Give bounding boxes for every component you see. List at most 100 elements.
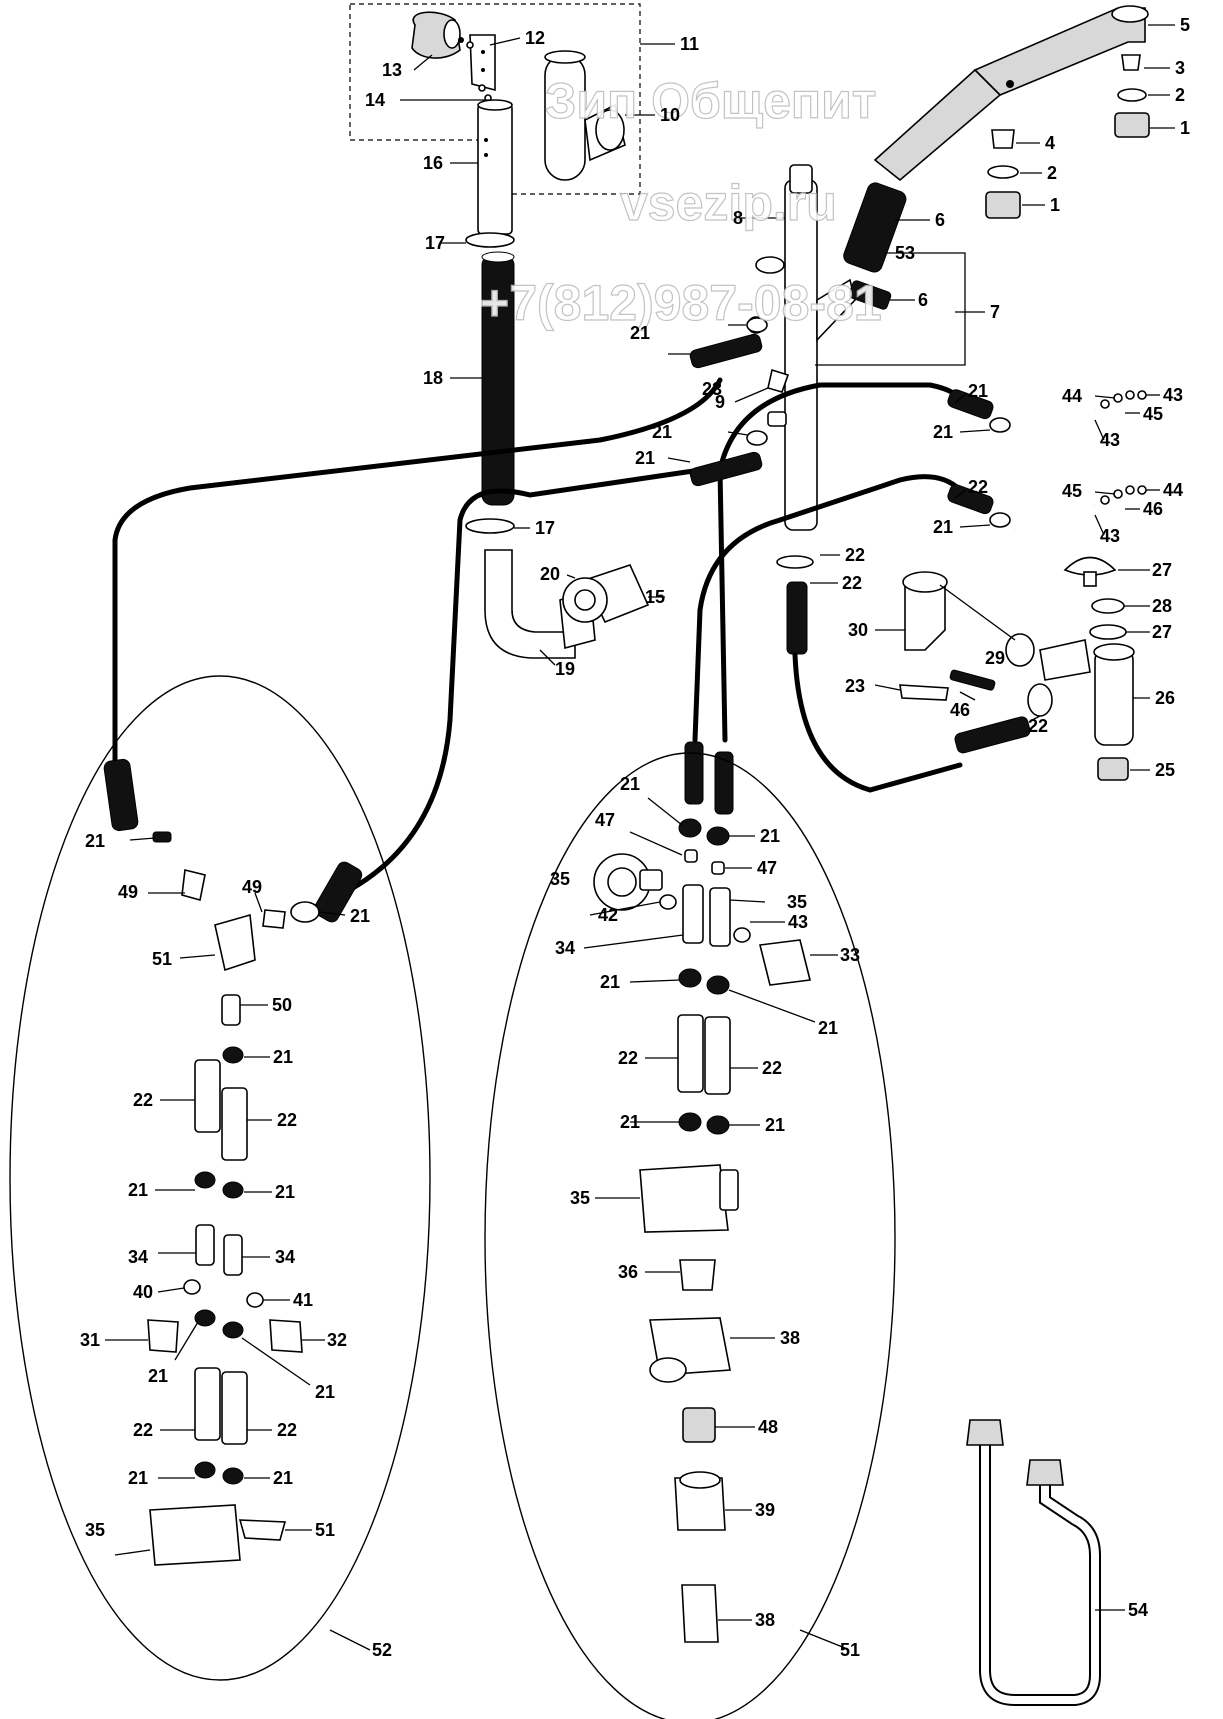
callout-label: 6	[918, 290, 928, 310]
elbow-fitting	[1039, 639, 1091, 681]
clamp-17-top	[465, 232, 515, 248]
filter-cap-3	[1121, 54, 1141, 71]
mixing-chamber-8	[784, 164, 856, 531]
connector-mid	[767, 411, 787, 427]
check-valve-9	[767, 368, 790, 393]
callout-label: 52	[372, 1640, 392, 1660]
callout-label: 46	[1143, 499, 1163, 519]
motor-13	[411, 11, 464, 59]
callout-label: 21	[128, 1468, 148, 1488]
callout-label: 47	[595, 810, 615, 830]
leader-lines	[105, 24, 1175, 1651]
callout-label: 28	[1152, 596, 1172, 616]
flange-15	[562, 564, 650, 624]
callout-label: 43	[1100, 526, 1120, 546]
hose-22-segments	[103, 333, 994, 923]
callout-label: 14	[365, 90, 385, 110]
callout-label: 2	[1175, 85, 1185, 105]
tube-44-upper	[1015, 408, 1096, 442]
cap-29	[1063, 556, 1117, 587]
bracket-line-56	[815, 252, 966, 366]
callout-label: 16	[423, 153, 443, 173]
callout-label: 21	[635, 448, 655, 468]
callout-label: 29	[985, 648, 1005, 668]
group-54-ellipse	[484, 752, 896, 1719]
callout-label: 21	[765, 1115, 785, 1135]
assembly-11-dashed-box	[349, 3, 641, 195]
o-ring-2-mid	[987, 165, 1019, 179]
callout-label: 22	[762, 1058, 782, 1078]
group-55-parts	[147, 831, 320, 1566]
watermark-line-3: +7(812)987-08-81	[480, 275, 882, 331]
callout-label: 51	[315, 1520, 335, 1540]
spout-tube-10	[544, 50, 626, 181]
callout-label: 35	[787, 892, 807, 912]
callout-label: 32	[327, 1330, 347, 1350]
callout-label: 17	[425, 233, 445, 253]
callout-label: 17	[535, 518, 555, 538]
tube-16	[477, 99, 513, 235]
housing-28	[1093, 643, 1135, 746]
callout-label: 21	[933, 422, 953, 442]
filter-cap-4	[991, 129, 1015, 149]
callout-label: 1	[1050, 195, 1060, 215]
callout-label: 22	[845, 545, 865, 565]
callout-label: 26	[1155, 688, 1175, 708]
callout-labels: 1 1 2 2 3 4 5 6 6 7 8 9 10 11 12 13 14 1…	[80, 15, 1190, 1660]
callout-label: 18	[423, 368, 443, 388]
callout-label: 22	[277, 1110, 297, 1130]
inlet-hose-57	[966, 1419, 1101, 1706]
nut-1-top	[1114, 112, 1150, 138]
callout-label: 22	[1028, 716, 1048, 736]
callout-label: 21	[652, 422, 672, 442]
callout-label: 9	[715, 392, 725, 412]
screws-14	[466, 41, 492, 102]
callout-label: 43	[788, 912, 808, 932]
callout-label: 21	[760, 826, 780, 846]
callout-label: 43	[1100, 430, 1120, 450]
watermark-line-2: vsezip.ru	[620, 175, 837, 231]
callout-label: 33	[840, 945, 860, 965]
spout-arm-5	[873, 5, 1149, 182]
callout-label: 5	[1180, 15, 1190, 35]
callout-label: 49	[118, 882, 138, 902]
hose-22-right	[954, 716, 1031, 754]
callout-label: 45	[1143, 404, 1163, 424]
clamp-23-top	[776, 555, 814, 569]
callout-label: 2	[1047, 163, 1057, 183]
callout-label: 21	[350, 906, 370, 926]
callout-label: 38	[755, 1610, 775, 1630]
callout-label: 21	[315, 1382, 335, 1402]
callout-label: 53	[895, 243, 915, 263]
callout-label: 21	[630, 323, 650, 343]
watermark: Зип Общепит vsezip.ru +7(812)987-08-81	[479, 72, 882, 331]
callout-label: 35	[550, 869, 570, 889]
callout-label: 1	[1180, 118, 1190, 138]
callout-label: 39	[755, 1500, 775, 1520]
o-ring-7	[755, 256, 785, 274]
callout-label: 25	[1155, 760, 1175, 780]
callout-label: 49	[242, 877, 262, 897]
callout-label: 40	[133, 1282, 153, 1302]
callout-label: 15	[645, 587, 665, 607]
o-ring-32	[1005, 633, 1035, 667]
callout-label: 11	[680, 34, 699, 54]
callout-label: 21	[933, 517, 953, 537]
group-55-ellipse	[9, 675, 431, 1681]
callout-label: 22	[968, 477, 988, 497]
nut-1-mid	[985, 191, 1021, 219]
ring-31	[1091, 598, 1125, 614]
callout-label: 45	[1062, 481, 1082, 501]
callout-label: 21	[148, 1366, 168, 1386]
callout-label: 51	[152, 949, 172, 969]
callout-label: 10	[660, 105, 680, 125]
callout-label: 8	[733, 208, 743, 228]
callout-label: 47	[757, 858, 777, 878]
callout-label: 21	[273, 1468, 293, 1488]
callout-label: 21	[275, 1182, 295, 1202]
tube-44-lower	[1014, 503, 1097, 550]
ring-30	[1089, 624, 1127, 640]
callout-label: 31	[80, 1330, 100, 1350]
small-rings-45-46-47	[1100, 390, 1147, 505]
callout-label: 21	[620, 774, 640, 794]
